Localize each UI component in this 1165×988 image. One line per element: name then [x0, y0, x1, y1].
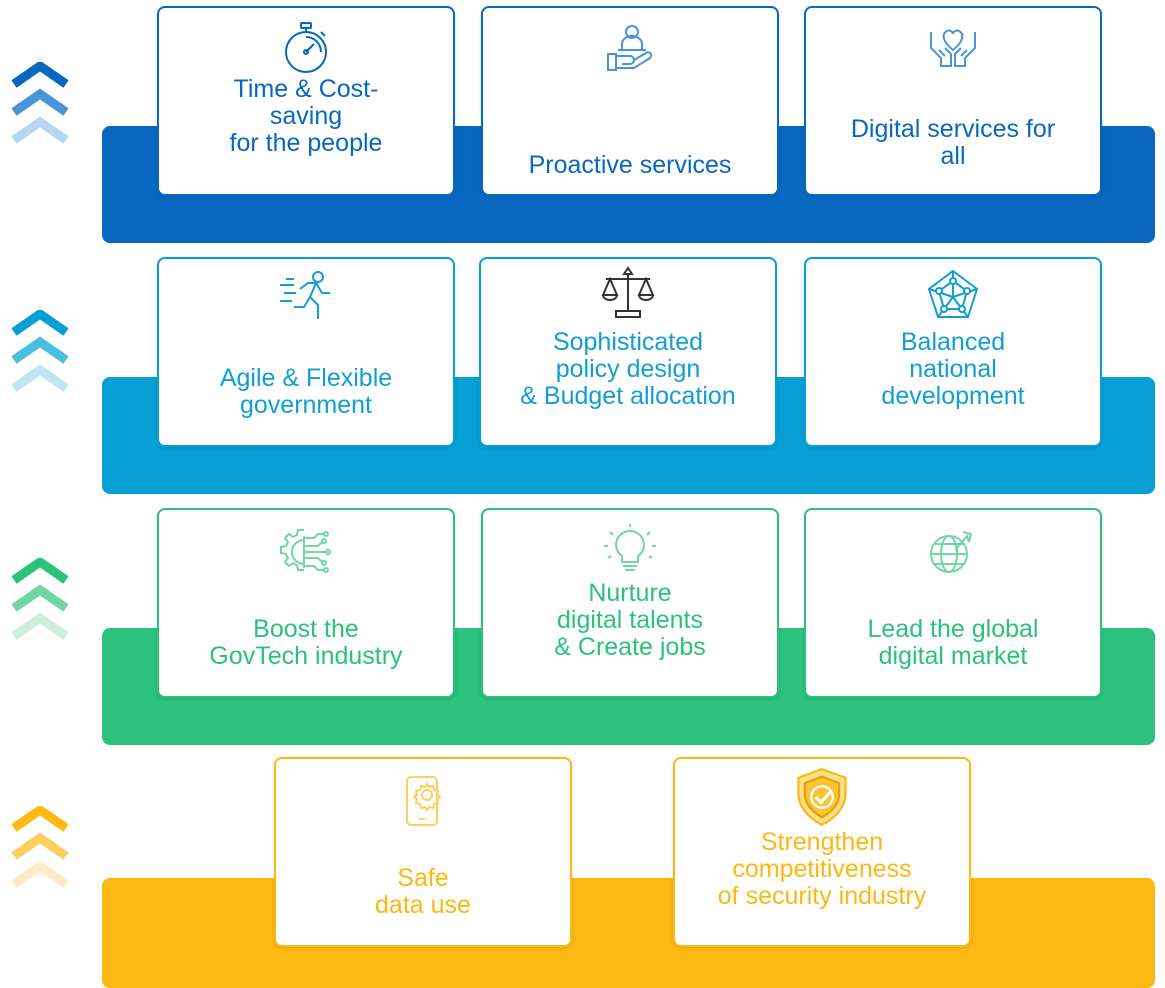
card-strengthen-security-industry: Strengthen competitiveness of security i… [673, 757, 971, 947]
card-label: Lead the global digital market [867, 615, 1039, 670]
card-proactive-services: Proactive services [481, 6, 779, 196]
chevron-up-stack-icon [11, 310, 69, 392]
gear-circuit-icon [280, 529, 331, 573]
card-balanced-national-development: Balanced national development [804, 257, 1102, 447]
card-label: Safe data use [375, 864, 471, 919]
tier-4-band [102, 878, 1155, 988]
hand-service-icon [607, 25, 653, 71]
card-label: Strengthen competitiveness of security i… [717, 828, 927, 910]
card-boost-govtech-industry: Boost the GovTech industry [157, 508, 455, 698]
lightbulb-icon [604, 524, 656, 571]
stopwatch-icon [285, 22, 327, 73]
card-label: Boost the GovTech industry [209, 615, 403, 670]
card-label: Agile & Flexible government [219, 364, 393, 419]
radar-network-icon [927, 269, 979, 318]
chevron-up-stack-icon [11, 806, 69, 888]
shield-check-icon [797, 768, 847, 827]
card-label: Sophisticated policy design & Budget all… [520, 328, 736, 410]
heart-hands-icon [930, 29, 976, 67]
running-person-icon [280, 271, 330, 319]
card-agile-flexible-government: Agile & Flexible government [157, 257, 455, 447]
card-time-cost-saving: Time & Cost- saving for the people [157, 6, 455, 196]
scales-icon [601, 266, 655, 318]
card-label: Proactive services [528, 151, 732, 179]
card-label: Digital services for all [850, 115, 1056, 170]
card-nurture-digital-talents: Nurture digital talents & Create jobs [481, 508, 779, 698]
card-label: Balanced national development [881, 328, 1025, 410]
card-policy-design-budget: Sophisticated policy design & Budget all… [479, 257, 777, 447]
chevron-up-stack-icon [11, 558, 69, 640]
card-safe-data-use: Safe data use [274, 757, 572, 947]
card-lead-global-digital-market: Lead the global digital market [804, 508, 1102, 698]
chevron-up-stack-icon [11, 62, 69, 144]
card-label: Nurture digital talents & Create jobs [554, 579, 706, 661]
card-label: Time & Cost- saving for the people [229, 75, 383, 157]
card-digital-services-for-all: Digital services for all [804, 6, 1102, 196]
phone-gear-icon [406, 776, 442, 826]
globe-arrow-icon [930, 531, 973, 573]
